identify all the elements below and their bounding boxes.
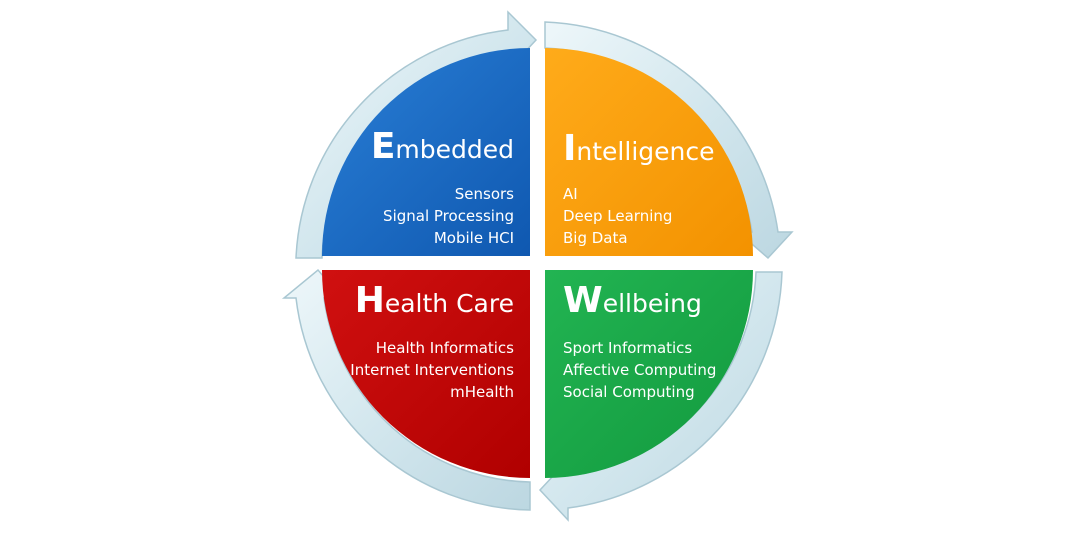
ring-arrow-bottom-left (281, 268, 531, 511)
quadrant-wellbeing (545, 270, 753, 478)
health-care-title-initial: H (354, 280, 385, 321)
wellbeing-item: Sport Informatics (563, 339, 693, 357)
wellbeing-title-initial: W (563, 280, 603, 321)
health-care-items: Health Informatics Internet Intervention… (350, 337, 514, 403)
health-care-title: Health Care (355, 283, 514, 319)
health-care-item: Health Informatics (375, 339, 514, 357)
embedded-title-initial: E (370, 126, 396, 167)
intelligence-items: AI Deep Learning Big Data (563, 183, 672, 249)
wellbeing-title-rest: ellbeing (602, 289, 702, 318)
health-care-item: mHealth (450, 383, 514, 401)
intelligence-title: Intelligence (563, 131, 715, 167)
intelligence-item: Deep Learning (563, 207, 673, 225)
quadrant-health-care (322, 270, 530, 478)
wellbeing-item: Affective Computing (563, 361, 717, 379)
wellbeing-item: Social Computing (563, 383, 695, 401)
wellbeing-title: Wellbeing (563, 283, 702, 319)
quadrant-embedded (322, 48, 530, 256)
embedded-item: Sensors (454, 185, 514, 203)
intelligence-title-initial: I (563, 128, 577, 169)
embedded-items: Sensors Signal Processing Mobile HCI (383, 183, 514, 249)
wellbeing-items: Sport Informatics Affective Computing So… (563, 337, 716, 403)
quadrant-intelligence (545, 48, 753, 256)
intelligence-item: Big Data (563, 229, 628, 247)
health-care-item: Internet Interventions (350, 361, 514, 379)
intelligence-item: AI (563, 185, 578, 203)
embedded-item: Mobile HCI (433, 229, 514, 247)
embedded-title: Embedded (371, 129, 514, 165)
health-care-title-rest: ealth Care (384, 289, 514, 318)
embedded-item: Signal Processing (383, 207, 514, 225)
intelligence-title-rest: ntelligence (576, 137, 715, 166)
embedded-title-rest: mbedded (395, 135, 514, 164)
ring-arrow-bottom-right (538, 271, 783, 522)
